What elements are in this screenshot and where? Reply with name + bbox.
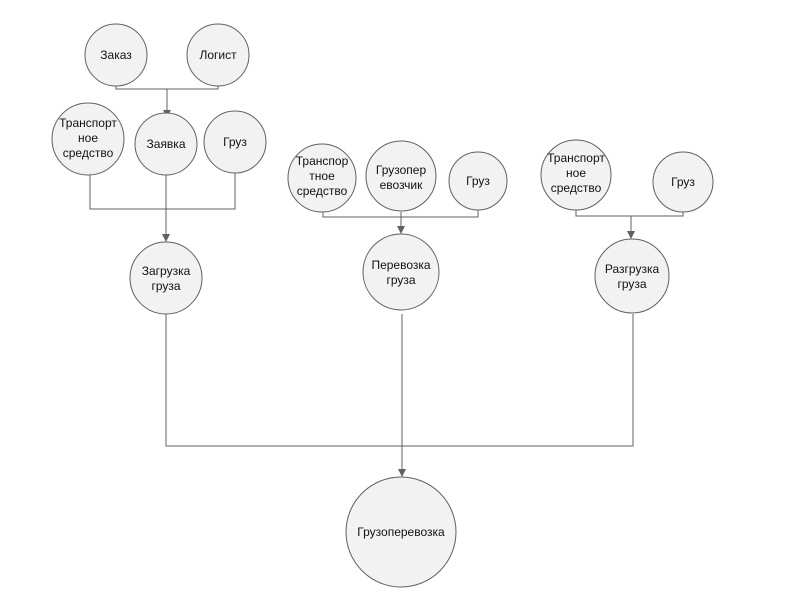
node-perevozka-line-2: груза (386, 273, 415, 287)
node-razgruzka-line-2: груза (617, 277, 646, 291)
node-gruzoperevozka-line-1: Грузоперевозка (357, 525, 445, 539)
node-zagruzka-line-2: груза (151, 279, 180, 293)
node-gruzoperevozchik-line-1: Грузопер (376, 163, 427, 177)
connector-order-logist-to-request (115, 78, 219, 110)
connector-operations-to-result (165, 314, 634, 469)
connectors (89, 78, 684, 477)
connector-group1-to-loading (89, 172, 236, 234)
node-razgruzka-line-1: Разгрузка (605, 262, 660, 276)
node-zakaz-line-1: Заказ (100, 48, 132, 62)
node-gruz-1-line-1: Груз (223, 135, 247, 149)
node-transport-3-line-1: Транспорт (547, 151, 605, 165)
node-transport-1-line-2: ное (78, 131, 98, 145)
node-transport-3-line-2: ное (566, 166, 586, 180)
node-transport-2-line-1: Транспор (296, 154, 349, 168)
arrowhead-unloading (627, 231, 635, 239)
node-gruz-2[interactable]: Груз (448, 151, 508, 211)
node-zayavka[interactable]: Заявка (134, 112, 198, 176)
node-gruz-2-line-1: Груз (466, 174, 490, 188)
node-zagruzka-line-1: Загрузка (142, 264, 191, 278)
node-perevozka-line-1: Перевозка (371, 258, 430, 272)
node-transport-3-line-3: средство (551, 181, 602, 195)
connector-group2-to-transport (322, 209, 479, 226)
node-perevozka[interactable]: Перевозка груза (362, 233, 440, 311)
connector-group3-to-unloading (575, 207, 684, 231)
node-razgruzka[interactable]: Разгрузка груза (594, 238, 670, 314)
node-transport-1-line-3: средство (63, 146, 114, 160)
node-transport-3[interactable]: Транспорт ное средство (540, 139, 612, 211)
node-logist[interactable]: Логист (186, 23, 250, 87)
node-gruzoperevozchik[interactable]: Грузопер евозчик (365, 140, 437, 212)
node-gruzoperevozka[interactable]: Грузоперевозка (345, 476, 457, 588)
arrowhead-loading (162, 234, 170, 242)
node-transport-2-line-2: тное (309, 169, 335, 183)
node-zagruzka[interactable]: Загрузка груза (129, 241, 203, 315)
node-gruzoperevozchik-line-2: евозчик (380, 178, 424, 192)
node-zakaz[interactable]: Заказ (84, 23, 148, 87)
arrowhead-transport (397, 226, 405, 234)
node-zayavka-line-1: Заявка (147, 137, 186, 151)
node-gruz-3[interactable]: Груз (652, 151, 714, 213)
node-gruz-1[interactable]: Груз (203, 110, 267, 174)
node-transport-1[interactable]: Транспорт ное средство (51, 102, 125, 176)
node-gruz-3-line-1: Груз (671, 175, 695, 189)
node-transport-2[interactable]: Транспор тное средство (287, 143, 357, 213)
node-transport-1-line-1: Транспорт (59, 116, 117, 130)
arrowhead-result (398, 469, 406, 477)
node-logist-line-1: Логист (199, 48, 237, 62)
node-transport-2-line-3: средство (297, 184, 348, 198)
